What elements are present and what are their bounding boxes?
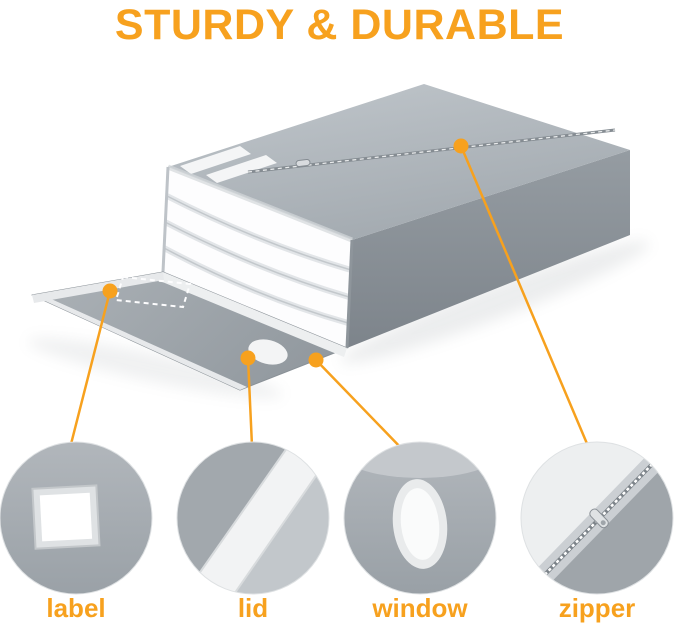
callout-line-window xyxy=(314,358,406,453)
detail-circle-lid xyxy=(176,441,330,595)
callout-dot-lid xyxy=(240,350,256,366)
lid-stripe-icon xyxy=(206,155,277,183)
storage-box xyxy=(31,84,630,391)
headline: STURDY & DURABLE xyxy=(114,1,565,49)
folded-comforters xyxy=(161,164,354,349)
box-lid-top xyxy=(168,84,630,240)
feature-label-window: window xyxy=(372,593,468,623)
label-pocket-outline xyxy=(114,275,192,309)
feature-label-lid: lid xyxy=(237,593,269,623)
finger-hole xyxy=(248,339,288,365)
callout-line-zipper xyxy=(459,144,590,448)
feature-label-label: label xyxy=(46,593,106,623)
callout-line-lid xyxy=(246,356,254,448)
detail-circle-window xyxy=(343,441,497,595)
callout-dot-zipper xyxy=(453,138,469,154)
detail-circle-label xyxy=(0,441,153,595)
zipper-pull-icon xyxy=(589,508,609,529)
callout-line-label xyxy=(68,289,112,450)
callout-dot-window xyxy=(308,352,324,368)
box-side-panel xyxy=(347,150,630,348)
ground-shadow xyxy=(27,240,650,399)
feature-callouts xyxy=(68,138,590,453)
callout-dot-label xyxy=(102,283,118,299)
open-flap xyxy=(31,271,348,391)
detail-circle-zipper xyxy=(520,441,674,595)
lid-zipper-seam xyxy=(247,128,616,174)
feature-label-zipper: zipper xyxy=(558,593,636,623)
lid-stripe-icon xyxy=(180,146,251,174)
